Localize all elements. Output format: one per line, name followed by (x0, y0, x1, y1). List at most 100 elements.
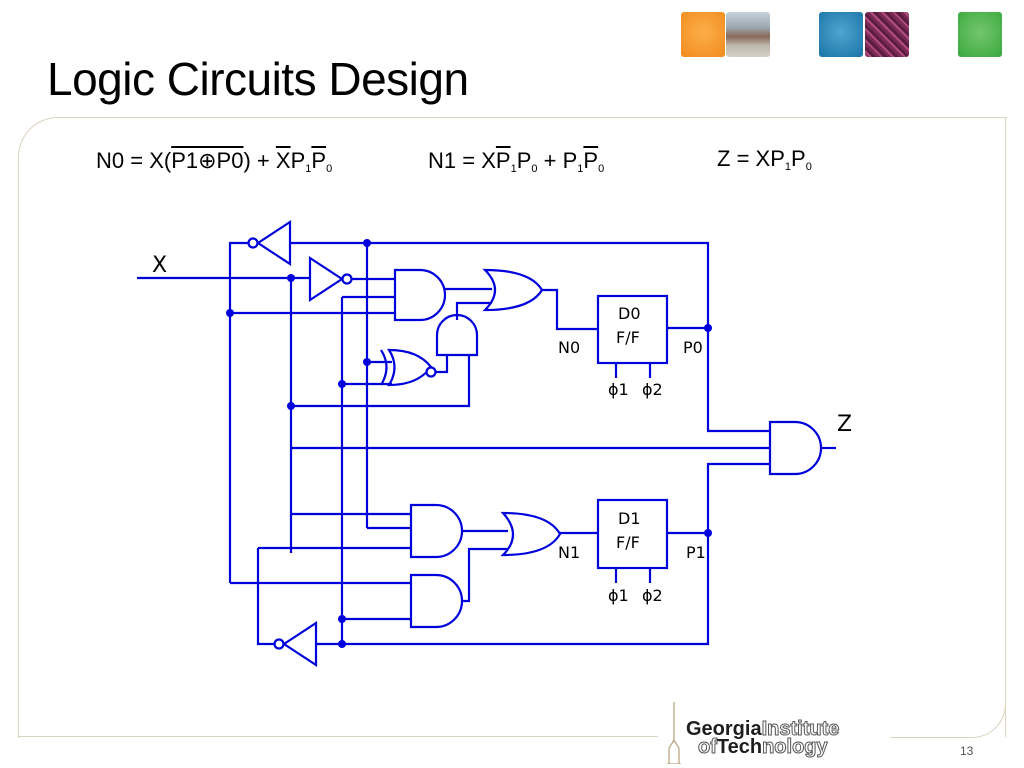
inverter-p0 (255, 219, 292, 267)
eq-z-p1-sub: 1 (784, 161, 792, 173)
wire-xnor-to-and2 (436, 355, 449, 374)
wire-x-to-and2 (291, 355, 471, 408)
eq-z-p0-sub: 0 (805, 161, 812, 173)
and-gate-4 (409, 573, 464, 629)
logo-line2: ofTechnology (698, 736, 829, 759)
georgia-tech-logo: GeorgiaInstitute ofTechnology (662, 700, 890, 766)
eq-n0-p1: P (290, 148, 306, 173)
eq-n1-p1-sub: 1 (510, 163, 517, 175)
wire-p1-to-z (706, 462, 770, 533)
eq-n0-xbar: X (275, 148, 291, 173)
eq-n1-x: X (481, 148, 496, 173)
eq-n1-p1: P (562, 148, 578, 173)
ff1-label-d1: D1 (618, 509, 641, 528)
ff0-output-label: P0 (683, 338, 703, 357)
header-tile-campus-photo (726, 12, 770, 57)
eq-n0-x: X( (149, 148, 172, 173)
junction-dot (338, 640, 346, 648)
logo-line1: GeorgiaInstitute (686, 718, 840, 741)
eq-n1-p0-sub: 0 (531, 163, 538, 175)
wire-p0bar-vertical (228, 241, 248, 583)
content-frame-right (1005, 117, 1006, 737)
inverter-p1 (281, 620, 318, 668)
header-tile-blue (819, 12, 863, 57)
header-tile-green (958, 12, 1002, 57)
eq-n1-p0: P (516, 148, 532, 173)
ff1-label-ff: F/F (616, 533, 640, 552)
content-frame-bottom (18, 736, 658, 737)
eq-n1-plus: + (537, 148, 563, 173)
xnor-gate (386, 348, 433, 387)
junction-dot (226, 309, 234, 317)
eq-n1-equals: = (456, 148, 482, 173)
logo-of: of (698, 736, 718, 759)
page-number: 13 (960, 744, 974, 758)
ff1-clk1-label: ϕ1 (608, 586, 629, 605)
label-input-x: X (152, 253, 168, 278)
eq-n0-equals: = (124, 148, 150, 173)
slide-title: Logic Circuits Design (47, 53, 469, 105)
eq-n1-lhs: N1 (428, 148, 457, 173)
wire-p1-bottom-feedback (316, 533, 710, 646)
eq-n0-plus: + (250, 148, 276, 173)
logo-nology: nology (762, 736, 829, 759)
junction-dot (704, 324, 712, 332)
ff0-label-d0: D0 (618, 304, 641, 323)
wire-and4-to-or2 (462, 547, 508, 603)
ff1-output-label: P1 (686, 543, 706, 562)
eq-n0-p1-sub: 1 (305, 163, 312, 175)
junction-dot (338, 380, 346, 388)
or-gate-2 (500, 511, 562, 557)
eq-n1-p0bar: P (583, 148, 599, 173)
tech-tower-spire-icon (667, 702, 681, 764)
eq-z-equals: = (730, 146, 756, 171)
or-gate-1 (482, 268, 544, 312)
header-tile-orange (681, 12, 725, 57)
logo-georgia: Georgia (686, 718, 762, 740)
and-gate-3 (409, 503, 464, 559)
ff0-label-ff: F/F (616, 328, 640, 347)
eq-n1-p1-sub2: 1 (577, 163, 584, 175)
eq-z-x: X (755, 146, 771, 171)
inverter-p1-bubble (273, 638, 285, 650)
wire-p0-top-feedback (290, 241, 710, 328)
wire-p0-to-z (706, 328, 770, 433)
flipflop-d0 (596, 294, 669, 365)
equation-n0: N0 = X(P1⊕P0) + XP1P0 (96, 148, 332, 175)
junction-dot (363, 358, 371, 366)
eq-n0-lhs: N0 (96, 148, 125, 173)
eq-n1-p1bar: P (495, 148, 511, 173)
logo-tech: Tech (716, 736, 763, 758)
equation-n1: N1 = XP1P0 + P1P0 (428, 148, 604, 175)
and-gate-z (768, 420, 823, 476)
ff0-clk1-label: ϕ1 (608, 380, 629, 399)
ff1-clk2-label: ϕ2 (642, 586, 663, 605)
eq-z-p1: P (770, 146, 785, 171)
ff0-clk2-label: ϕ2 (642, 380, 663, 399)
eq-n0-xnor-term: P1⊕P0 (171, 148, 244, 173)
eq-z-lhs: Z (717, 146, 731, 171)
junction-dot (704, 529, 712, 537)
wire-and2-to-or1 (455, 301, 492, 320)
junction-dot (338, 615, 346, 623)
eq-n0-close: ) (243, 148, 251, 173)
ff0-input-label: N0 (558, 338, 581, 357)
junction-dot (287, 402, 295, 410)
ff1-input-label: N1 (558, 543, 581, 562)
inverter-p0-bubble (247, 237, 259, 249)
logo-institute: Institute (761, 718, 840, 741)
wire-n0 (542, 288, 598, 331)
eq-n0-p0bar: P (311, 148, 327, 173)
content-frame (18, 117, 1007, 738)
equation-z: Z = XP1P0 (717, 146, 812, 173)
and-gate-2 (435, 313, 479, 357)
header-tile-chip-photo (865, 12, 909, 57)
inverter-x (308, 255, 345, 303)
xnor-gate-bubble (425, 366, 437, 378)
wire-p1bar-vertical (256, 548, 274, 646)
eq-n0-p0-sub: 0 (326, 163, 333, 175)
inverter-x-bubble (341, 273, 353, 285)
label-output-z: Z (837, 412, 853, 437)
junction-dot (287, 274, 295, 282)
